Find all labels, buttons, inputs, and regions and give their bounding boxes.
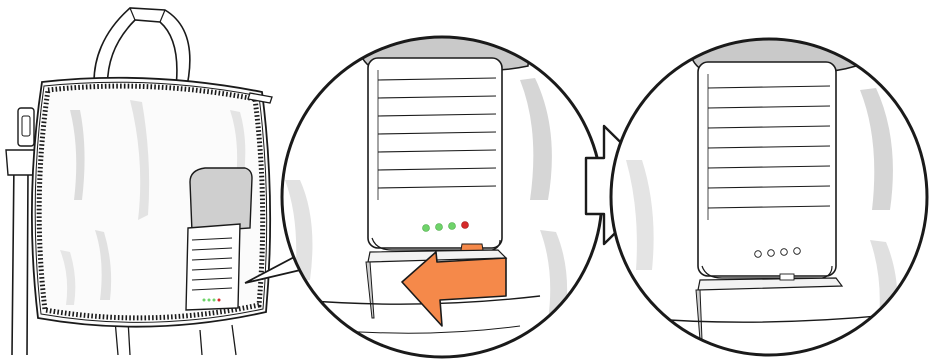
zoom-led-1 <box>423 225 430 232</box>
zoom-led-off-1 <box>755 251 762 258</box>
bag-led-4 <box>218 299 221 302</box>
bag-strap <box>12 160 28 355</box>
zoom-device-1 <box>368 58 502 248</box>
zoom-device-2 <box>698 62 836 276</box>
bag-illustration <box>6 8 272 355</box>
zoom-led-off-2 <box>768 250 775 257</box>
zoom-led-off-3 <box>781 249 788 256</box>
bag-led-1 <box>203 299 206 302</box>
zoom-circle-step-1 <box>282 30 602 357</box>
zoom-led-3 <box>449 223 456 230</box>
zoom-led-off-4 <box>794 248 801 255</box>
zoom-led-4 <box>462 222 469 229</box>
zoom-circle-step-2 <box>611 30 927 355</box>
zoom-led-2 <box>436 224 443 231</box>
bag-led-3 <box>213 299 216 302</box>
bag-led-2 <box>208 299 211 302</box>
